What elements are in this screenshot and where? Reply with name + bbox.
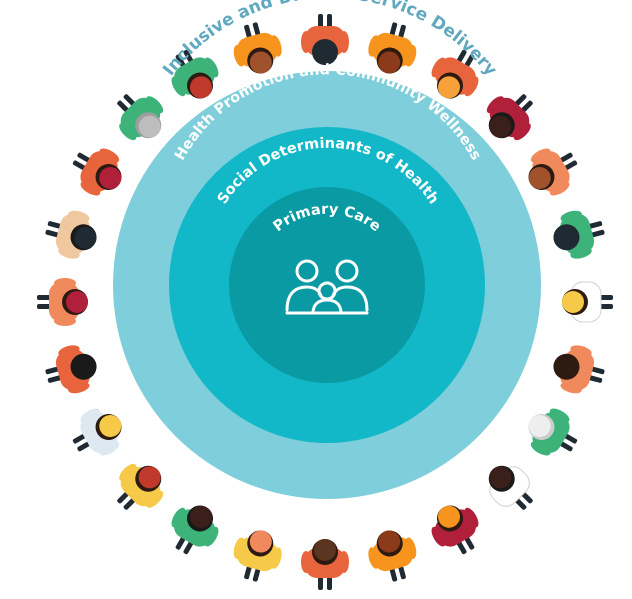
person-figure xyxy=(528,148,578,196)
person-figure xyxy=(37,278,88,326)
person-figure xyxy=(431,49,479,99)
person-figure xyxy=(368,530,417,582)
person-figure xyxy=(553,210,605,259)
person-figure xyxy=(45,210,97,259)
person-figure xyxy=(171,505,219,555)
person-figure xyxy=(72,408,122,456)
person-figure xyxy=(553,345,605,394)
person-figure xyxy=(45,345,97,394)
person-figure xyxy=(171,49,219,99)
person-figure xyxy=(431,505,479,555)
person-figure xyxy=(117,463,164,510)
person-figure xyxy=(368,22,417,74)
family-group-icon xyxy=(285,259,369,315)
person-figure xyxy=(301,539,349,590)
person-figure xyxy=(233,530,282,582)
person-figure xyxy=(486,463,533,510)
person-figure xyxy=(486,94,533,141)
person-figure xyxy=(528,408,578,456)
people-circle xyxy=(37,14,613,590)
person-figure xyxy=(72,148,122,196)
person-figure xyxy=(117,94,164,141)
person-figure xyxy=(233,22,282,74)
primary-care-core xyxy=(229,187,425,383)
person-figure xyxy=(562,278,613,326)
person-figure xyxy=(301,14,349,65)
